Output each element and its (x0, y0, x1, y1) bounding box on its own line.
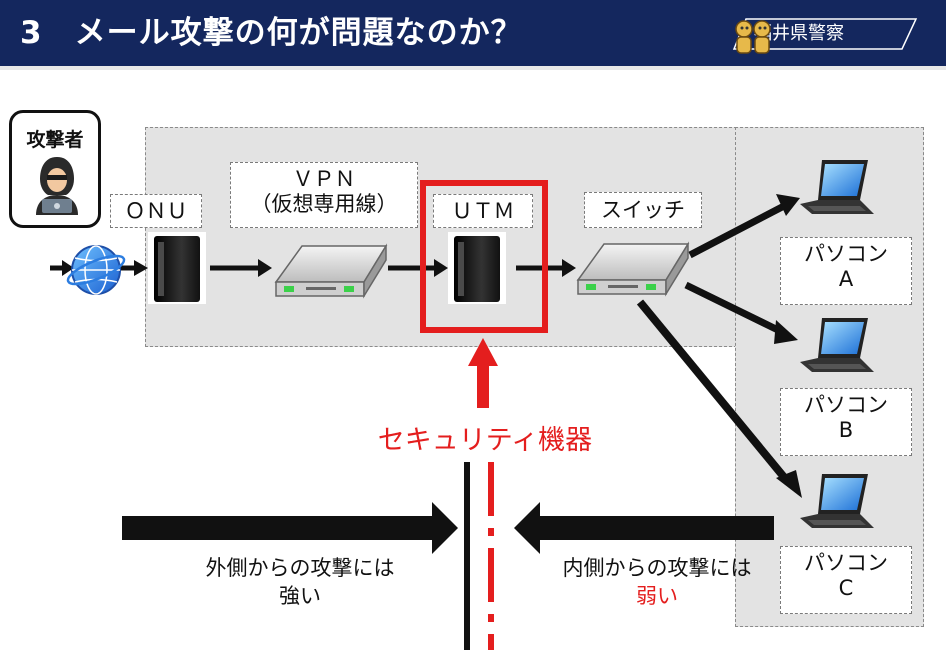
arrow-in-head (62, 260, 74, 276)
laptop-c-icon (800, 474, 874, 528)
laptop-a-icon (800, 160, 874, 214)
inner-attack-arrow (514, 502, 774, 554)
utm-highlight-frame (420, 180, 548, 333)
page-title: 3 メール攻撃の何が問題なのか？ (20, 15, 523, 51)
outer-attack-caption: 外側からの攻撃には 強い (170, 554, 430, 611)
onu-label: ＯＮＵ (110, 194, 202, 228)
pc-c-label-line1: パソコン (804, 551, 888, 575)
header-bar: 3 メール攻撃の何が問題なのか？ 福井県警察 (0, 0, 946, 66)
outer-caption-line1: 外側からの攻撃には (205, 556, 395, 580)
arrow-utm-switch-head (562, 259, 576, 277)
switch-label-text: スイッチ (601, 198, 685, 222)
outer-attack-arrow (122, 502, 458, 554)
pc-a-label-line2: A (838, 267, 854, 292)
inner-caption-line2: 弱い (636, 584, 678, 609)
switch-device-icon (576, 241, 690, 297)
internet-globe-icon (66, 245, 126, 295)
inner-caption-line1: 内側からの攻撃には (562, 556, 752, 580)
police-mascot-icon (735, 20, 771, 54)
security-device-label: セキュリティ機器 (377, 425, 593, 456)
arrow-globe-onu-head (134, 260, 148, 276)
org-name: 福井県警察 (754, 23, 844, 44)
arrow-pc-a-head (776, 194, 800, 216)
utm-label-text: ＵＴＭ (451, 199, 515, 223)
arrow-pc-b-head (774, 320, 798, 344)
utm-device-icon (448, 232, 506, 304)
org-badge: 福井県警察 (732, 17, 918, 54)
hacker-icon (36, 157, 78, 215)
pc-a-label-line1: パソコン (804, 242, 888, 266)
onu-label-text: ＯＮＵ (124, 199, 188, 223)
arrow-vpn-utm-head (434, 259, 448, 277)
connection-arrows (50, 194, 802, 498)
pc-a-label: パソコン A (780, 237, 912, 305)
arrow-onu-vpn-head (258, 259, 272, 277)
security-pointer-arrow (468, 338, 498, 408)
inner-attack-caption: 内側からの攻撃には 弱い (532, 554, 782, 611)
arrow-switch-to-pc-c (636, 299, 792, 485)
vpn-router-icon (274, 243, 388, 299)
vpn-label-line2: （仮想専用線） (250, 192, 398, 217)
attacker-box: 攻撃者 (9, 110, 101, 228)
pc-b-label-line2: B (838, 418, 854, 443)
pc-c-label: パソコン C (780, 546, 912, 614)
pc-c-label-line2: C (838, 576, 854, 601)
switch-label: スイッチ (584, 192, 702, 228)
arrow-switch-to-pc-b (684, 281, 784, 336)
outer-caption-line2: 強い (279, 584, 321, 609)
pc-b-label: パソコン B (780, 388, 912, 456)
attacker-label: 攻撃者 (26, 129, 84, 151)
vpn-label-line1: ＶＰＮ (292, 167, 356, 191)
pc-b-label-line1: パソコン (804, 393, 888, 417)
vpn-label: ＶＰＮ （仮想専用線） (230, 162, 418, 228)
laptop-b-icon (800, 318, 874, 372)
onu-device-icon (148, 232, 206, 304)
arrow-pc-c-head (776, 470, 802, 498)
arrow-switch-to-pc-a (688, 202, 786, 259)
utm-label: ＵＴＭ (433, 194, 533, 228)
header-divider (0, 66, 946, 70)
